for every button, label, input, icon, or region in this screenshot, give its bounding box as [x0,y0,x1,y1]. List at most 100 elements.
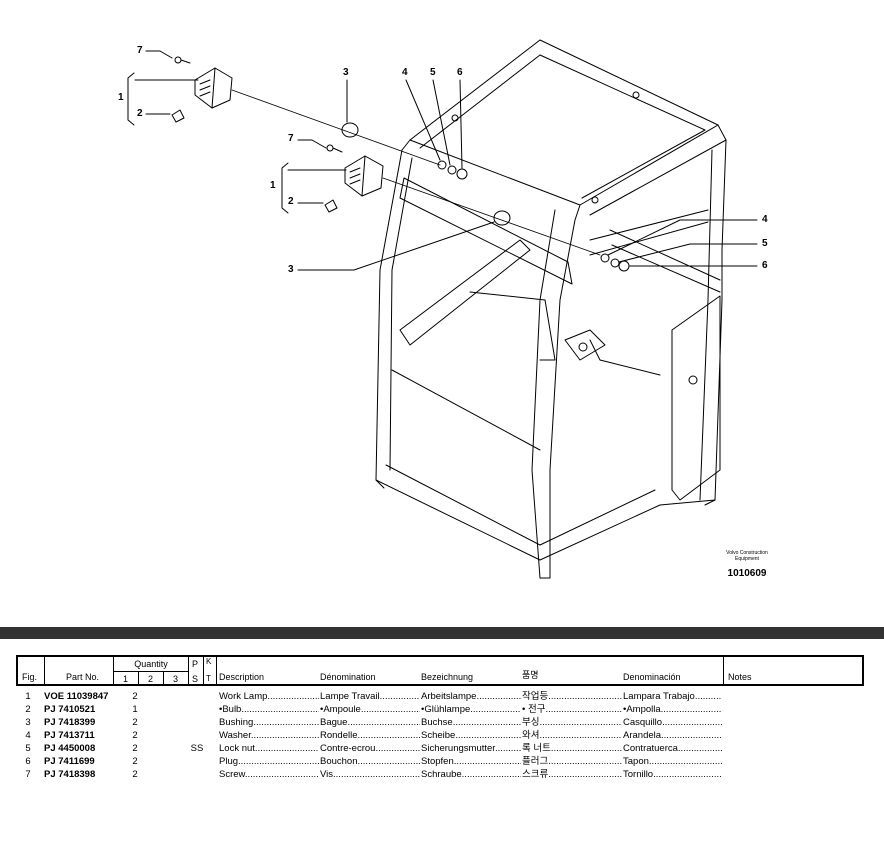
header-part-no: Part No. [66,672,100,682]
cell-part-no: PJ 7413711 [44,730,95,741]
cell-qty: 2 [132,743,138,754]
cell-fig: 1 [25,691,31,702]
cell-denominacion: Lampara Trabajo [623,691,695,702]
cell-korean: 부싱 [522,717,540,728]
table-row: 2 PJ 7410521 1 •Bulb •Ampoule •Glühlampe… [18,703,864,716]
header-s: S [192,674,199,684]
front-right-pillar [531,209,576,579]
cell-description: Work Lamp [219,691,268,702]
table-row: 5 PJ 4450008 2 SS Lock nut Contre-ecrou … [18,742,864,755]
callout-locknut-lower: 5 [762,238,768,249]
parts-table-header: Fig. Part No. Quantity 1 2 3 P S K T Des… [16,655,864,686]
cell-denomination: Lampe Travail [320,691,380,702]
header-p: P [192,659,199,669]
callout-bulb-lower: 2 [288,196,294,207]
side-door-panel [671,295,721,501]
cell-denomination: Bouchon [320,756,358,767]
bushing-lower [493,210,511,226]
plug-lower [618,260,630,272]
cell-bezeichnung: Scheibe [421,730,456,741]
cell-description: Screw [219,769,245,780]
cab-exploded-drawing [127,39,758,579]
cab-floor-frame [375,479,716,561]
cell-korean: 플러그 [522,756,549,767]
cell-denominacion: Casquillo [623,717,663,728]
cell-bezeichnung: Schraube [421,769,462,780]
header-denominacion: Denominación [623,672,681,682]
callout-screw-upper: 7 [137,45,143,56]
cell-fig: 4 [25,730,31,741]
cell-denomination: •Ampoule [320,704,361,715]
cab-roof [409,39,719,206]
cell-denomination: Bague [320,717,348,728]
table-row: 6 PJ 7411699 2 Plug Bouchon Stopfen 플러그 … [18,755,864,768]
cell-denominacion: Tapon [623,756,649,767]
cell-fig: 5 [25,743,31,754]
header-korean: 품명 [522,670,539,680]
cell-korean: 작업등 [522,691,549,702]
callout-bushing-lower: 3 [288,264,294,275]
bulb-upper [171,109,185,123]
cell-description: Bushing [219,717,254,728]
cell-part-no: VOE 11039847 [44,691,109,702]
brand-line-2: Equipment [735,556,759,562]
cell-qty: 2 [132,769,138,780]
header-qty-1: 1 [123,674,129,684]
cell-denomination: Rondelle [320,730,358,741]
locknut-lower [610,258,620,268]
callout-washer-upper: 4 [402,67,408,78]
cell-qty: 1 [132,704,138,715]
table-row: 4 PJ 7413711 2 Washer Rondelle Scheibe 와… [18,729,864,742]
cell-fig: 6 [25,756,31,767]
cell-fig: 7 [25,769,31,780]
cell-description: Plug [219,756,239,767]
rear-right-pillar [704,139,727,506]
callout-locknut-upper: 5 [430,67,436,78]
cell-denominacion: Contratuerca [623,743,678,754]
cell-bezeichnung: Arbeitslampe [421,691,477,702]
cell-denominacion: Arandela [623,730,662,741]
cell-bezeichnung: Sicherungsmutter [421,743,495,754]
cell-denominacion: •Ampolla [623,704,661,715]
cell-description: •Bulb [219,704,242,715]
callout-work-lamp-upper: 1 [118,92,124,103]
callout-washer-lower: 4 [762,214,768,225]
cell-part-no: PJ 7418398 [44,769,96,780]
drawing-number: 1010609 [727,568,767,579]
front-crossbar [399,177,573,285]
washer-lower [600,253,610,263]
callout-work-lamp-lower: 1 [270,180,276,191]
work-lamp-upper [194,67,233,109]
diagonal-brace [399,239,531,346]
cell-korean: 스크류 [522,769,549,780]
cell-denomination: Vis [320,769,334,780]
header-qty-3: 3 [173,674,179,684]
callout-bulb-upper: 2 [137,108,143,119]
cell-denomination: Contre-ecrou [320,743,376,754]
header-qty-2: 2 [148,674,154,684]
callout-plug-upper: 6 [457,67,463,78]
header-t: T [206,674,211,683]
section-divider-bar [0,627,884,639]
cell-qty: 2 [132,691,138,702]
cell-qty: 2 [132,730,138,741]
cell-fig: 3 [25,717,31,728]
cell-denominacion: Tornillo [623,769,654,780]
header-fig: Fig. [22,672,38,682]
brand-caption: Volvo Construction Equipment [712,550,782,562]
cell-ps: SS [190,743,204,754]
washer-upper [437,160,447,170]
cell-part-no: PJ 4450008 [44,743,96,754]
locknut-upper [447,165,457,175]
callout-screw-lower: 7 [288,133,294,144]
header-quantity: Quantity [134,659,168,669]
cell-korean: 록 너트 [522,743,551,754]
brand-line-1: Volvo Construction [726,550,768,556]
work-lamp-lower [344,155,384,197]
cell-qty: 2 [132,717,138,728]
cell-part-no: PJ 7418399 [44,717,96,728]
cell-fig: 2 [25,704,31,715]
cell-description: Lock nut [219,743,255,754]
table-row: 3 PJ 7418399 2 Bushing Bague Buchse 부싱 C… [18,716,864,729]
header-bezeichnung: Bezeichnung [421,672,474,682]
